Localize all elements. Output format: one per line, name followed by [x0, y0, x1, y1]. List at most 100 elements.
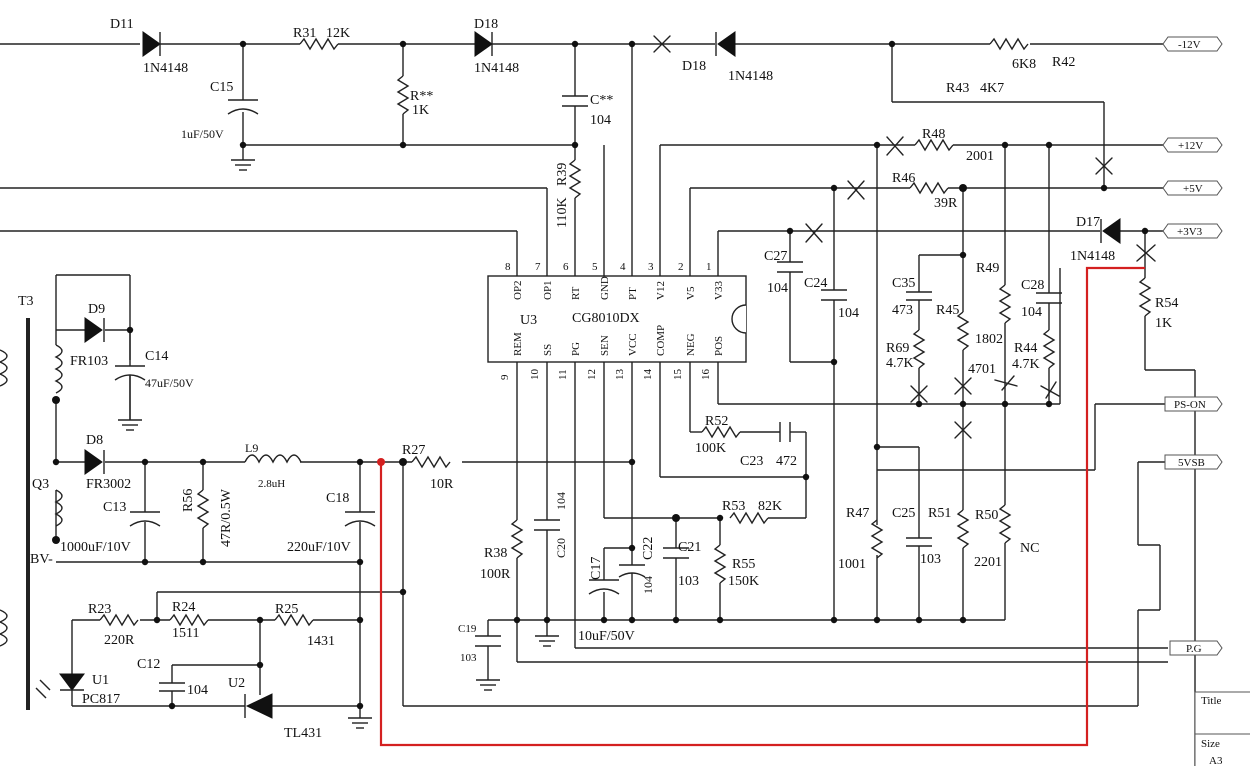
component-label: 4701 [968, 362, 996, 377]
component-label: Q3 [32, 477, 49, 492]
component-label: FR3002 [86, 477, 131, 492]
ic-pin-name: POS [713, 336, 725, 356]
component-label: C24 [804, 276, 827, 291]
component-label: R54 [1155, 296, 1178, 311]
port-label: -12V [1178, 39, 1201, 51]
component-label: 4.7K [886, 356, 914, 371]
component-label: D8 [86, 433, 103, 448]
component-label: L9 [245, 441, 258, 455]
component-label: PC817 [82, 692, 120, 707]
component-label: 1001 [838, 557, 866, 572]
component-label: 103 [920, 552, 941, 567]
component-label: 100R [480, 567, 511, 582]
ic-pin-name: REM [512, 332, 524, 356]
cut-marks [653, 35, 1156, 439]
component-label: 103 [460, 652, 477, 664]
port-label: +3V3 [1177, 226, 1203, 238]
ic-pin-number: 15 [672, 369, 684, 381]
ic-pin-name: OP1 [542, 280, 554, 300]
component-label: 110K [555, 197, 570, 228]
component-label: U2 [228, 676, 245, 691]
ic-pin-name: COMP [655, 325, 667, 356]
ic-ref: U3 [520, 313, 537, 328]
component-label: 1N4148 [1070, 249, 1115, 264]
component-label: C22 [641, 537, 656, 560]
component-label: C13 [103, 500, 126, 515]
component-label: 1000uF/10V [60, 540, 131, 555]
component-label: 1N4148 [728, 69, 773, 84]
component-label: R25 [275, 602, 298, 617]
component-label: 103 [678, 574, 699, 589]
component-label: R48 [922, 127, 945, 142]
ic-pin-name: PT [627, 287, 639, 300]
component-label: 6K8 [1012, 57, 1036, 72]
port-shapes [1162, 36, 1223, 656]
ic-pin-number: 16 [700, 369, 712, 381]
component-label: 10uF/50V [578, 629, 635, 644]
component-label: 1K [412, 103, 429, 118]
component-label: R45 [936, 303, 959, 318]
component-label: 1K [1155, 316, 1172, 331]
component-label: 104 [1021, 305, 1042, 320]
component-label: 82K [758, 499, 782, 514]
component-label: R46 [892, 171, 915, 186]
component-label: C14 [145, 349, 168, 364]
ic-pin-number: 8 [505, 261, 511, 273]
ic-pin-name: SS [542, 344, 554, 356]
ic-part: CG8010DX [572, 311, 640, 326]
component-label: 1511 [172, 626, 199, 641]
component-label: R52 [705, 414, 728, 429]
component-label: R51 [928, 506, 951, 521]
component-label: 472 [776, 454, 797, 469]
component-label: 104 [187, 683, 208, 698]
size-label: Size [1201, 738, 1220, 750]
port-label: PS-ON [1174, 399, 1206, 411]
ic-pin-name: SEN [599, 335, 611, 356]
ic-pin-number: 6 [563, 261, 569, 273]
ic-pin-name: V33 [713, 281, 725, 300]
component-label: C21 [678, 540, 701, 555]
ic-pin-name: OP2 [512, 280, 524, 300]
component-label: R23 [88, 602, 111, 617]
component-label: 2001 [966, 149, 994, 164]
component-label: FR103 [70, 354, 108, 369]
component-label: 39R [934, 196, 958, 211]
component-label: D17 [1076, 215, 1100, 230]
component-label: R50 [975, 508, 998, 523]
component-label: 2201 [974, 555, 1002, 570]
component-label: 104 [838, 306, 859, 321]
component-label: R42 [1052, 55, 1075, 70]
ic-pin-number: 10 [529, 369, 541, 381]
component-label: R55 [732, 557, 755, 572]
component-label: R38 [484, 546, 507, 561]
wires [0, 43, 1196, 766]
component-label: R27 [402, 443, 425, 458]
component-label: C15 [210, 80, 233, 95]
port-label: P.G [1186, 643, 1202, 655]
component-label: 1N4148 [143, 61, 188, 76]
component-label: 1N4148 [474, 61, 519, 76]
junction-dots [52, 40, 1149, 710]
component-label: D18 [682, 59, 706, 74]
component-label: R43 [946, 81, 969, 96]
component-label: 1431 [307, 634, 335, 649]
modification-wire [379, 266, 1145, 747]
component-label: C20 [554, 538, 568, 558]
component-label: R24 [172, 600, 195, 615]
component-label: C** [590, 93, 613, 108]
component-label: 2.8uH [258, 478, 285, 490]
ic-pin-number: 7 [535, 261, 541, 273]
component-label: R47 [846, 506, 869, 521]
ic-u3-body [487, 275, 747, 363]
port-label: +12V [1178, 140, 1203, 152]
component-label: 473 [892, 303, 913, 318]
component-label: 104 [554, 492, 568, 510]
component-symbols [0, 31, 1151, 729]
component-label: R31 [293, 26, 316, 41]
component-label: BV- [30, 552, 53, 567]
ic-pin-number: 2 [678, 261, 684, 273]
component-label: R69 [886, 341, 909, 356]
component-label: R53 [722, 499, 745, 514]
